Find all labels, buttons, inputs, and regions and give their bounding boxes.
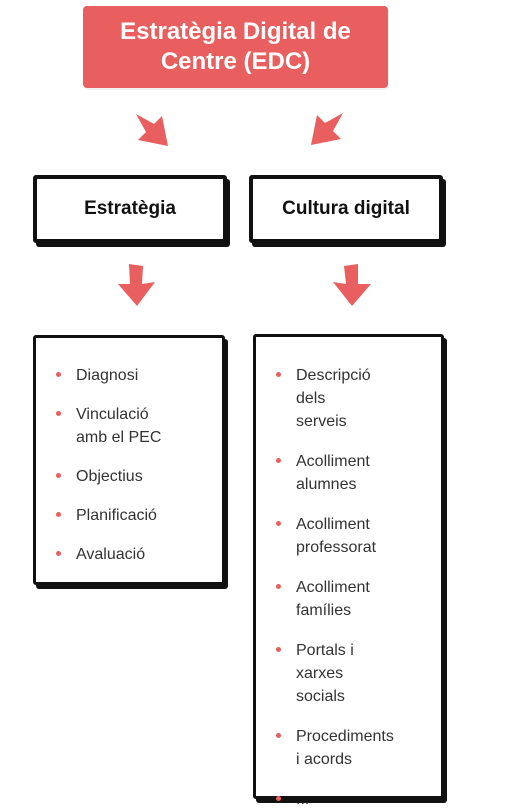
list-item: Diagnosi [36, 364, 222, 387]
heading-cultura-digital: Cultura digital [282, 198, 410, 219]
diagram-title: Estratègia Digital de Centre (EDC) [120, 18, 351, 75]
list-item: Descripció dels serveis [256, 364, 378, 433]
arrow-down-icon [115, 262, 159, 308]
list-item: Objectius [36, 465, 222, 488]
list-item: Portals i xarxes socials [256, 639, 386, 708]
list-item: Vinculació amb el PEC [36, 403, 172, 449]
heading-box-cultura-digital: Cultura digital [249, 175, 443, 243]
heading-estrategia: Estratègia [84, 198, 176, 219]
list-item: Acolliment professorat [256, 513, 396, 559]
list-box-cultura-digital: Descripció dels serveis Acolliment alumn… [253, 334, 444, 808]
list-item: ... [256, 788, 441, 811]
arrow-down-left-icon [132, 110, 172, 152]
title-box: Estratègia Digital de Centre (EDC) [83, 6, 388, 88]
list-item: Acolliment famílies [256, 576, 386, 622]
arrow-down-right-icon [307, 109, 347, 151]
list-item: Acolliment alumnes [256, 450, 378, 496]
list-estrategia: Diagnosi Vinculació amb el PEC Objectius… [36, 338, 222, 566]
arrow-down-icon [330, 262, 374, 308]
list-item: Procediments i acords [256, 725, 396, 771]
list-item: Avaluació [36, 543, 222, 566]
list-cultura-digital: Descripció dels serveis Acolliment alumn… [256, 337, 441, 811]
heading-box-estrategia: Estratègia [33, 175, 227, 243]
list-item: Planificació [36, 504, 222, 527]
list-box-estrategia: Diagnosi Vinculació amb el PEC Objectius… [33, 335, 225, 585]
